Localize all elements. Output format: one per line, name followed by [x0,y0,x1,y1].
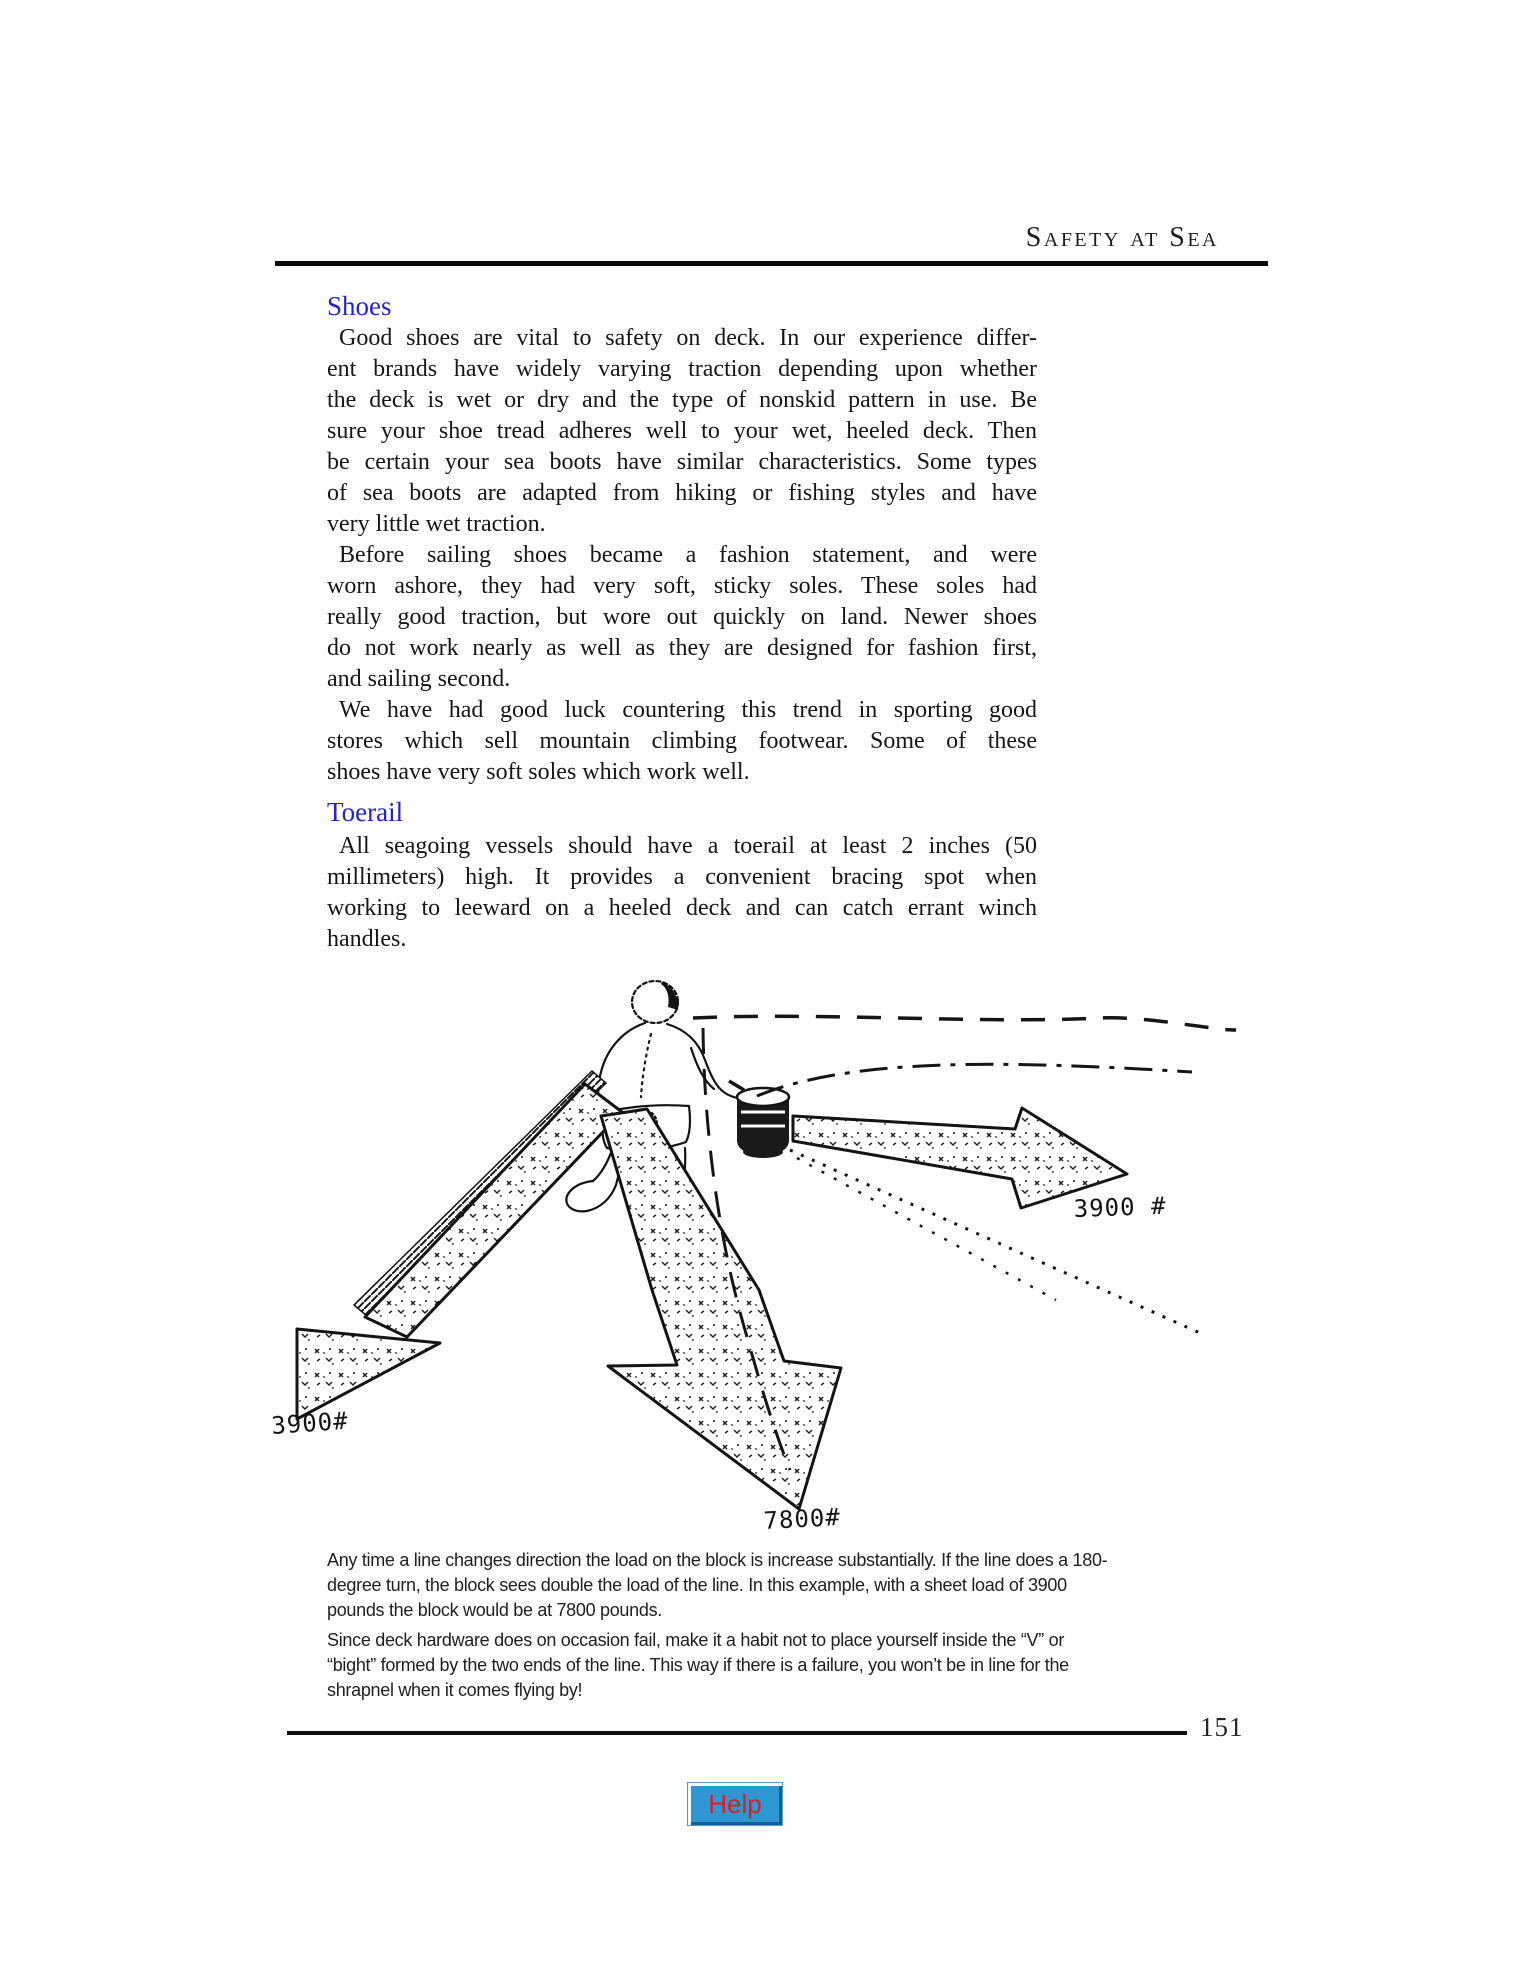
body-line: millimeters) high. It provides a conveni… [327,864,1037,890]
help-button-label: Help [708,1789,762,1819]
figure-caption-1: Any time a line changes direction the lo… [327,1548,1108,1623]
body-line: of sea boots are adapted from hiking or … [327,480,1037,506]
section-heading-shoes: Shoes [327,291,392,321]
body-line: Good shoes are vital to safety on deck. … [339,325,1037,351]
page-header-title: Safety at Sea [1025,222,1219,253]
body-line: handles. [327,926,407,952]
body-line: shoes have very soft soles which work we… [327,759,750,785]
body-line: Before sailing shoes became a fashion st… [339,542,1037,568]
arrow-down-left-head [295,1327,442,1421]
arrow-down-left-shaft [363,1082,624,1339]
body-line: All seagoing vessels should have a toera… [339,833,1037,859]
body-line: stores which sell mountain climbing foot… [327,728,1037,754]
body-line: We have had good luck countering this tr… [339,697,1037,723]
paragraph-shoes-3: We have had good luck countering this tr… [327,695,1037,788]
caption-line: pounds the block would be at 7800 pounds… [327,1600,662,1620]
caption-line: Any time a line changes direction the lo… [327,1550,1108,1570]
body-line: the deck is wet or dry and the type of n… [327,387,1037,413]
load-label-left: 3900# [270,1407,349,1440]
arrow-down-big [599,1107,843,1511]
crew-figure [565,979,743,1213]
caption-line: shrapnel when it comes flying by! [327,1680,583,1700]
body-line: worn ashore, they had very soft, sticky … [327,573,1037,599]
paragraph-shoes-2: Before sailing shoes became a fashion st… [327,540,1037,695]
header-rule [275,261,1268,266]
winch-drawing [728,1079,791,1158]
paragraph-toerail-1: All seagoing vessels should have a toera… [327,831,1037,955]
paragraph-shoes-1: Good shoes are vital to safety on deck. … [327,323,1037,540]
help-button[interactable]: Help [687,1782,783,1826]
footer-rule [287,1731,1187,1735]
body-line: and sailing second. [327,666,511,692]
load-label-right: 3900 # [1073,1192,1167,1223]
body-line: sure your shoe tread adheres well to you… [327,418,1037,444]
page-number: 151 [1200,1712,1244,1742]
body-line: really good traction, but wore out quick… [327,604,1037,630]
body-line: working to leeward on a heeled deck and … [327,895,1037,921]
body-line: ent brands have widely varying traction … [327,356,1037,382]
load-arrows [295,1082,1129,1511]
figure-caption-2: Since deck hardware does on occasion fai… [327,1628,1069,1703]
section-heading-toerail: Toerail [327,797,404,827]
arrow-right [791,1106,1129,1210]
guide-lines [692,1014,1237,1471]
body-line: do not work nearly as well as they are d… [327,635,1037,661]
caption-line: degree turn, the block sees double the l… [327,1575,1067,1595]
body-line: very little wet traction. [327,511,546,537]
caption-line: “bight” formed by the two ends of the li… [327,1655,1069,1675]
load-label-bottom: 7800# [763,1503,842,1535]
sheet-rope [352,1069,608,1319]
body-line: be certain your sea boots have similar c… [327,449,1037,475]
caption-line: Since deck hardware does on occasion fai… [327,1630,1065,1650]
